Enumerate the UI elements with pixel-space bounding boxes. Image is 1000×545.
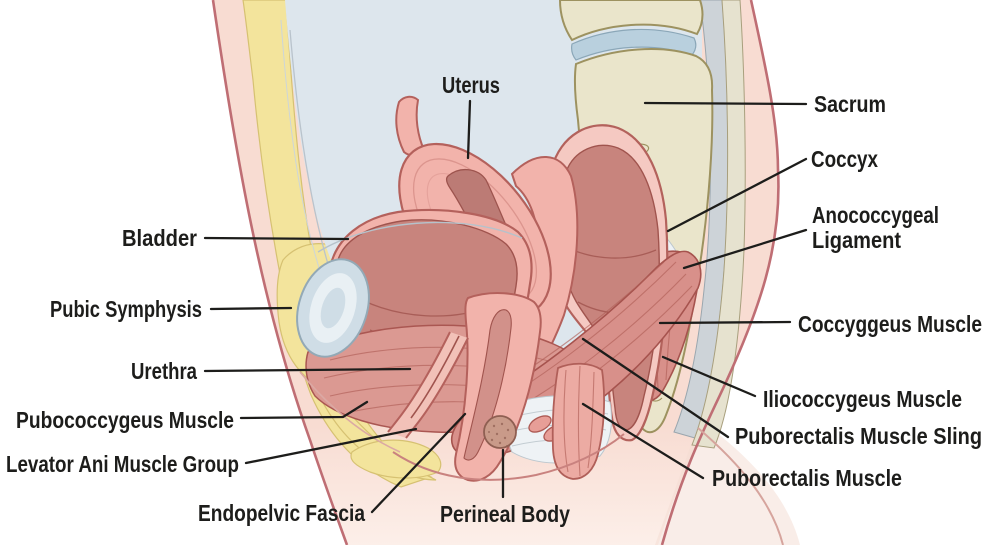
leader-anococcygeal-ligament: [682, 228, 808, 270]
back-outline: [660, 0, 780, 545]
label-pubic-symphysis: Pubic Symphysis: [50, 296, 202, 322]
leader-levator-ani-muscle-group: [244, 427, 418, 465]
label-perineal-body: Perineal Body: [440, 501, 570, 527]
label-coccyx: Coccyx: [811, 146, 878, 172]
label-anococcygeal-ligament-line2: Ligament: [812, 227, 901, 253]
perineum-contour: [392, 433, 625, 481]
leader-uterus: [466, 99, 472, 160]
label-endopelvic-fascia: Endopelvic Fascia: [198, 500, 365, 526]
body-outlines: [211, 0, 784, 545]
label-anococcygeal-ligament-line1: Anococcygeal: [812, 202, 939, 228]
vagina-shape: [454, 292, 542, 482]
leader-pubococcygeus-muscle: [239, 400, 369, 420]
label-puborectalis-muscle: Puborectalis Muscle: [712, 465, 902, 491]
leader-lines: [203, 99, 808, 514]
mons-contour: [299, 371, 401, 453]
leader-endopelvic-fascia: [370, 412, 467, 514]
anal-region: [503, 362, 613, 480]
pubic-symphysis-shape: [296, 258, 370, 358]
vaginal-lumen: [463, 309, 512, 461]
label-uterus: Uterus: [442, 72, 500, 98]
leader-sacrum: [643, 101, 808, 106]
leader-puborectalis-muscle: [581, 402, 705, 480]
label-levator-ani-muscle-group: Levator Ani Muscle Group: [6, 451, 239, 477]
labels: Uterus Sacrum Coccyx Anococcygeal Ligame…: [6, 72, 982, 527]
perineal-body-shape: [483, 415, 517, 449]
label-sacrum: Sacrum: [814, 91, 886, 117]
buttock-crease: [697, 427, 784, 545]
label-pubococcygeus-muscle: Pubococcygeus Muscle: [16, 407, 234, 433]
label-iliococcygeus-muscle: Iliococcygeus Muscle: [763, 386, 962, 412]
label-coccyggeus-muscle: Coccyggeus Muscle: [798, 311, 982, 337]
leader-puborectalis-muscle-sling: [581, 337, 730, 439]
urethra-shape: [387, 331, 469, 439]
leader-pubic-symphysis: [209, 306, 293, 311]
label-urethra: Urethra: [131, 358, 197, 384]
leader-coccyx: [666, 157, 808, 233]
buttock-shade: [655, 420, 800, 545]
leader-urethra: [203, 367, 412, 373]
front-outline: [211, 0, 349, 545]
upper-vertebra: [558, 0, 704, 42]
posterior-bone-strip: [691, 0, 746, 449]
leader-bladder: [203, 236, 350, 241]
leader-coccyggeus-muscle: [658, 320, 792, 325]
leader-iliococcygeus-muscle: [661, 355, 757, 398]
label-puborectalis-muscle-sling: Puborectalis Muscle Sling: [735, 423, 982, 449]
bladder-fascia: [317, 221, 523, 253]
label-bladder: Bladder: [122, 225, 197, 251]
